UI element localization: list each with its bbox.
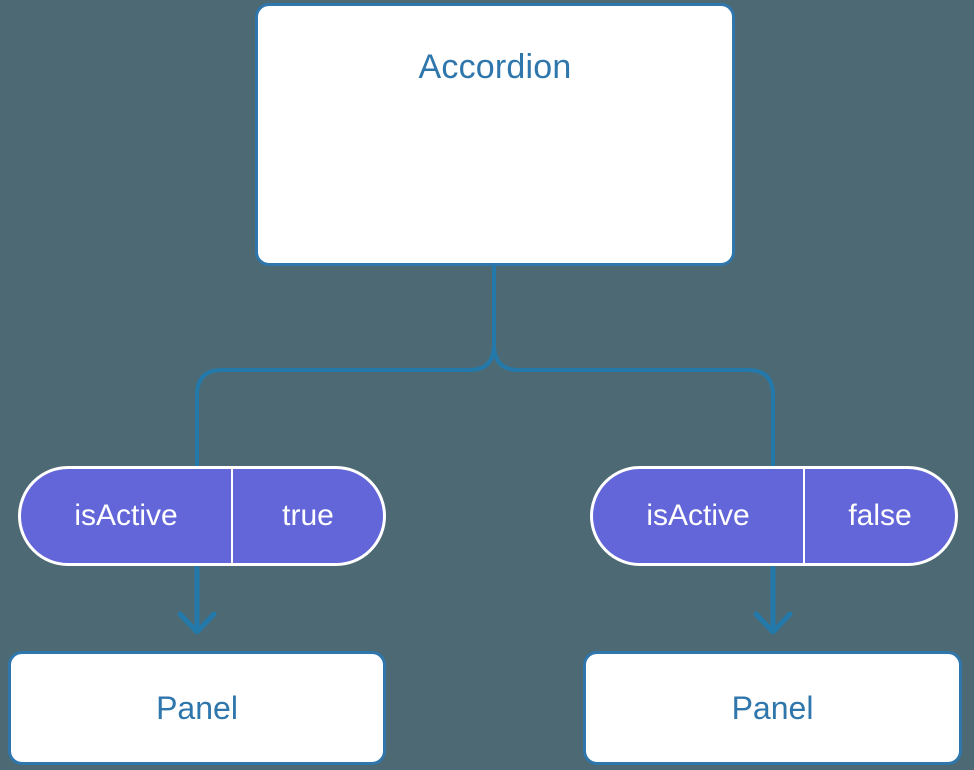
arrow-down-icon-left <box>177 565 217 635</box>
tree-branch-connector-right <box>492 264 775 468</box>
component-card-accordion[interactable]: Accordion <box>255 3 735 266</box>
prop-pill-value: false <box>848 499 912 532</box>
prop-pill-key: isActive <box>593 469 805 563</box>
panel-label: Panel <box>731 690 814 726</box>
prop-pill-value: true <box>282 499 334 532</box>
panel-label: Panel <box>156 690 238 726</box>
page-title: Accordion <box>418 48 572 86</box>
prop-pill-key: isActive <box>21 469 233 563</box>
prop-pill-isactive-false[interactable]: isActive false <box>590 466 958 566</box>
component-card-panel-left[interactable]: Panel <box>8 651 386 765</box>
component-card-panel-right[interactable]: Panel <box>583 651 962 765</box>
tree-branch-connector-left <box>195 264 496 468</box>
prop-pill-isactive-true[interactable]: isActive true <box>18 466 386 566</box>
arrow-down-icon-right <box>753 565 793 635</box>
